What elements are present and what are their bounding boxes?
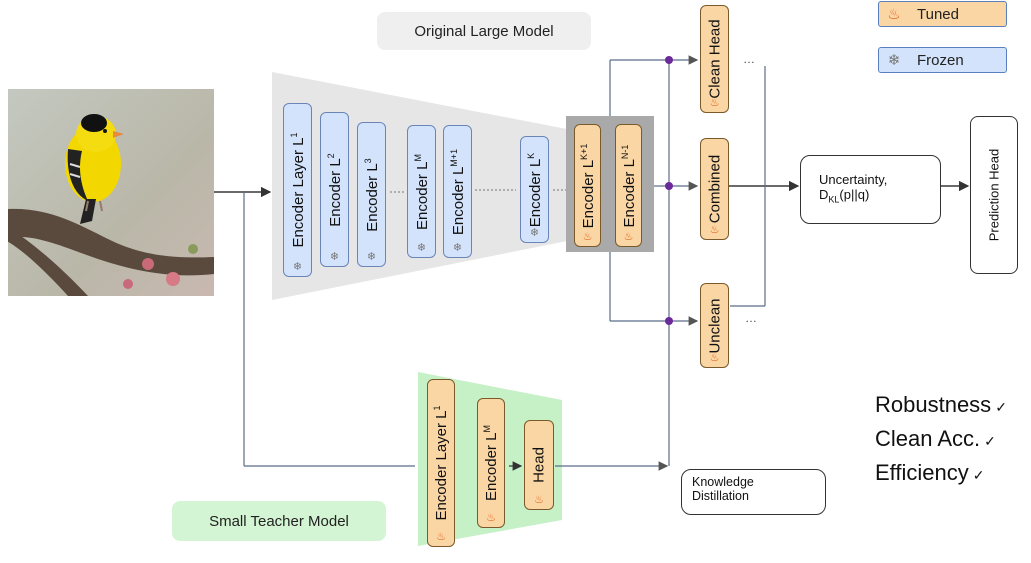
snowflake-icon: ❄ [529, 227, 540, 239]
kd-line1: Knowledge [692, 475, 754, 489]
legend-tuned: ♨ Tuned [878, 1, 1007, 27]
encoder-layer-m: Encoder LM ❄ [407, 125, 436, 258]
small-teacher-label: Small Teacher Model [172, 501, 386, 541]
fire-icon: ♨ [709, 224, 720, 236]
check-icon: ✓ [984, 433, 996, 449]
check-icon: ✓ [995, 399, 1007, 415]
encoder-layer-k-plus-1: Encoder LK+1 ♨ [574, 124, 601, 247]
encoder-layer-k: Encoder LK ❄ [520, 136, 549, 243]
encoder-layer-m-plus-1: Encoder LM+1 ❄ [443, 125, 472, 258]
fire-icon: ♨ [582, 231, 593, 243]
small-encoder-layer-1: Encoder Layer L1 ♨ [427, 379, 455, 547]
legend-frozen: ❄ Frozen [878, 47, 1007, 73]
snowflake-icon: ❄ [329, 251, 340, 263]
fire-icon: ♨ [887, 6, 901, 23]
encoder-layer-2: Encoder L2 ❄ [320, 112, 349, 267]
goldfinch-photo [8, 89, 214, 296]
prediction-head: Prediction Head [970, 116, 1018, 274]
small-head: Head ♨ [524, 420, 554, 510]
check-icon: ✓ [972, 467, 985, 483]
original-model-label: Original Large Model [377, 12, 591, 50]
fire-icon: ♨ [709, 97, 720, 109]
benefit-robustness: Robustness✓ [875, 392, 1007, 417]
benefit-clean-acc: Clean Acc.✓ [875, 426, 996, 451]
kd-line2: Distillation [692, 489, 749, 503]
snowflake-icon: ❄ [292, 261, 303, 273]
legend-tuned-label: Tuned [917, 5, 959, 23]
benefit-efficiency: Efficiency✓ [875, 460, 985, 485]
small-encoder-layer-m: Encoder LM ♨ [477, 398, 505, 528]
junction-mid [665, 182, 673, 190]
encoder-layer-3: Encoder L3 ❄ [357, 122, 386, 267]
uncertainty-title: Uncertainty, [819, 172, 888, 187]
unclean-head: Unclean ♨ [700, 283, 729, 368]
snowflake-icon: ❄ [887, 52, 901, 69]
fire-icon: ♨ [709, 352, 720, 364]
combined-head: Combined ♨ [700, 138, 729, 240]
uncertainty-box: Uncertainty, DKL(p||q) [800, 155, 941, 224]
junction-top [665, 56, 673, 64]
junction-bot [665, 317, 673, 325]
fire-icon: ♨ [436, 531, 446, 543]
legend-frozen-label: Frozen [917, 51, 964, 69]
knowledge-distillation-box: Knowledge Distillation [681, 469, 826, 515]
unclean-head-ellipsis: … [745, 311, 758, 325]
kl-divergence-label: DKL(p||q) [819, 187, 870, 205]
snowflake-icon: ❄ [416, 242, 427, 254]
fire-icon: ♨ [534, 494, 544, 506]
snowflake-icon: ❄ [366, 251, 377, 263]
fire-icon: ♨ [486, 512, 496, 524]
encoder-layer-n-minus-1: Encoder LN-1 ♨ [615, 124, 642, 247]
clean-head-ellipsis: … [743, 52, 756, 66]
encoder-layer-1: Encoder Layer L1 ❄ [283, 103, 312, 277]
fire-icon: ♨ [623, 231, 634, 243]
snowflake-icon: ❄ [452, 242, 463, 254]
clean-head: Clean Head ♨ [700, 5, 729, 113]
